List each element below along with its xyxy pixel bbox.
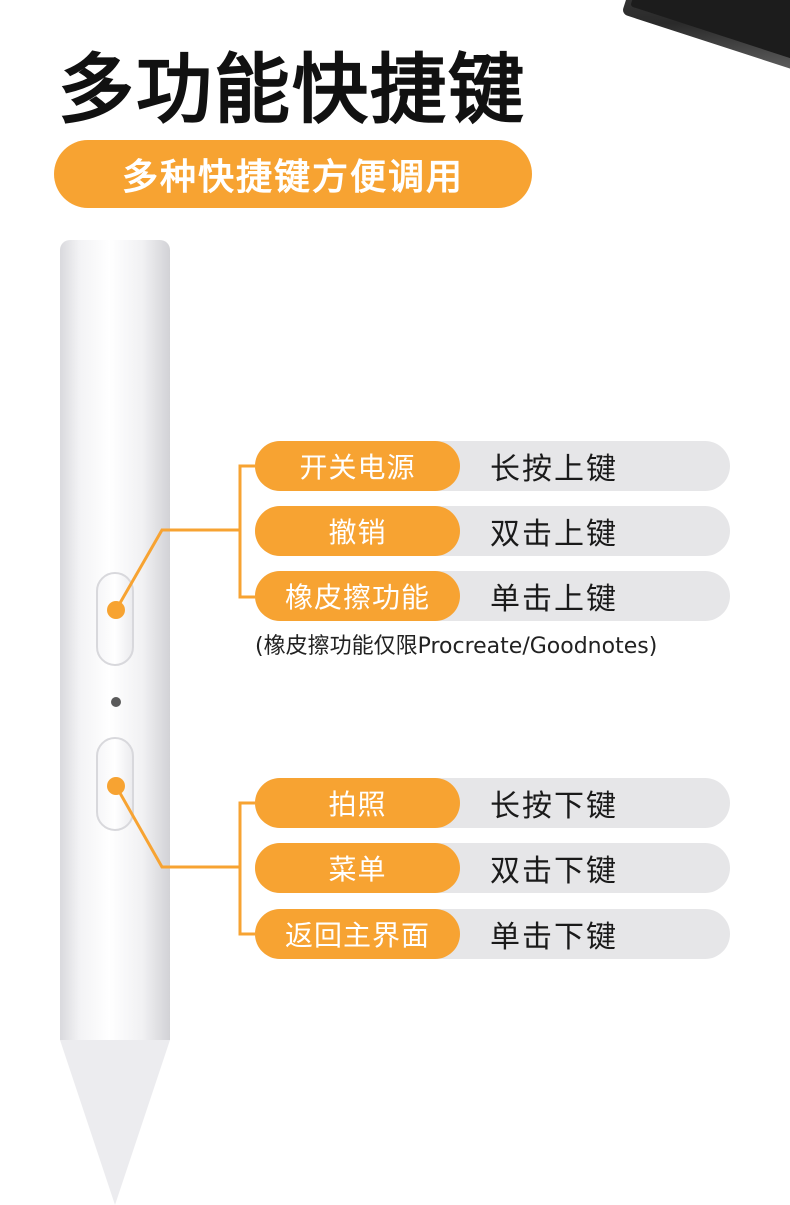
lower-button-marker: [107, 777, 125, 795]
shortcut-row-undo: 撤销 双击上键: [255, 506, 730, 556]
stylus-pen-image: [60, 240, 170, 1205]
shortcut-action-label: 单击上键: [490, 582, 618, 617]
shortcut-function-label: 拍照: [255, 778, 460, 828]
shortcut-function-label: 橡皮擦功能: [255, 571, 460, 621]
indicator-light: [111, 697, 121, 707]
page-title: 多功能快捷键: [58, 45, 526, 134]
shortcut-action-label: 双击上键: [490, 517, 618, 552]
shortcut-row-eraser: 橡皮擦功能 单击上键: [255, 571, 730, 621]
subtitle-badge: 多种快捷键方便调用: [54, 140, 532, 208]
shortcut-row-power: 开关电源 长按上键: [255, 441, 730, 491]
shortcut-function-label: 撤销: [255, 506, 460, 556]
tablet-corner-image: [621, 0, 790, 82]
upper-button-marker: [107, 601, 125, 619]
shortcut-action-label: 长按下键: [490, 789, 618, 824]
shortcut-row-photo: 拍照 长按下键: [255, 778, 730, 828]
eraser-note: (橡皮擦功能仅限Procreate/Goodnotes): [255, 634, 658, 659]
shortcut-row-menu: 菜单 双击下键: [255, 843, 730, 893]
shortcut-function-label: 菜单: [255, 843, 460, 893]
shortcut-function-label: 开关电源: [255, 441, 460, 491]
shortcut-row-home: 返回主界面 单击下键: [255, 909, 730, 959]
pen-tip: [60, 1040, 170, 1205]
shortcut-action-label: 长按上键: [490, 452, 618, 487]
shortcut-function-label: 返回主界面: [255, 909, 460, 959]
shortcut-action-label: 双击下键: [490, 854, 618, 889]
shortcut-action-label: 单击下键: [490, 920, 618, 955]
upper-pen-button: [96, 572, 134, 666]
